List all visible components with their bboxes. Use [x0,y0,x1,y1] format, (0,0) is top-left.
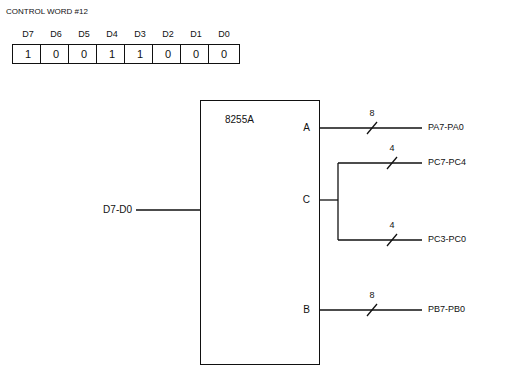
signal-name: PC3-PC0 [428,235,466,244]
bit-value: 0 [69,49,99,60]
bit-header: D0 [209,30,239,39]
bit-header: D1 [181,30,211,39]
bit-header: D2 [153,30,183,39]
bit-value: 0 [181,49,211,60]
bit-value: 1 [13,49,43,60]
data-bus-wire [136,209,200,210]
port-label: C [303,195,310,205]
bus-slash [367,122,377,134]
title-label: CONTROL WORD #12 [6,8,88,16]
port-label: B [303,305,310,315]
port-c-bracket [337,163,338,240]
bit-cell: D00 [208,44,240,64]
port-c-wire [320,199,338,200]
bit-header: D6 [41,30,71,39]
bus-slash [387,157,397,169]
bit-header: D4 [97,30,127,39]
bus-width: 4 [389,221,394,230]
bus-slash [387,234,397,246]
bit-value: 1 [125,49,155,60]
bit-value: 0 [209,49,239,60]
chip-box: 8255A [200,100,320,365]
bus-width: 4 [389,144,394,153]
bus-width: 8 [369,291,374,300]
bus-slash [367,304,377,316]
chip-name: 8255A [225,115,254,125]
signal-name: PC7-PC4 [428,158,466,167]
port-label: A [303,123,310,133]
bit-header: D5 [69,30,99,39]
bit-header: D7 [13,30,43,39]
bit-value: 0 [41,49,71,60]
bit-value: 0 [153,49,183,60]
bit-header: D3 [125,30,155,39]
port-c-upper-wire [338,162,422,163]
port-c-lower-wire [338,239,422,240]
bit-value: 1 [97,49,127,60]
bus-width: 8 [369,109,374,118]
signal-name: PB7-PB0 [428,305,465,314]
signal-name: D7-D0 [103,205,132,215]
signal-name: PA7-PA0 [428,123,464,132]
